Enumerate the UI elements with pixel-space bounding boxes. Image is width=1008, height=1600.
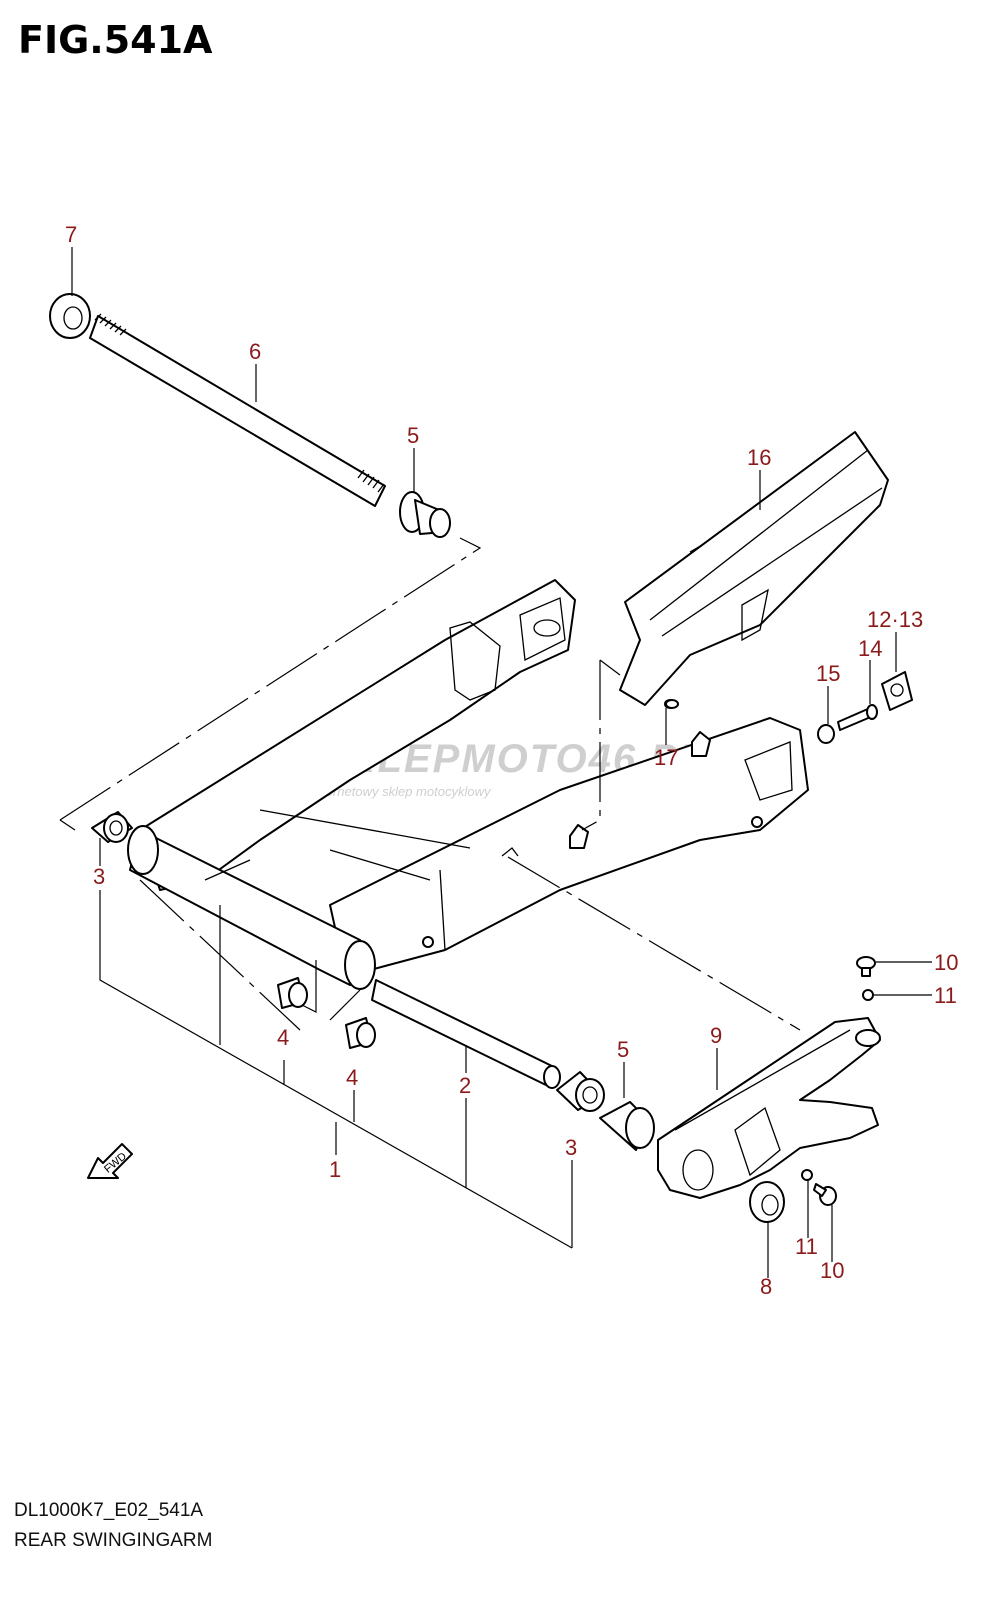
part-chain-case — [619, 431, 889, 709]
part-washer-11-lower — [801, 1169, 813, 1181]
part-washer-11-upper — [862, 989, 874, 1001]
part-screw-17 — [665, 699, 679, 709]
part-collar-upper — [399, 491, 451, 538]
callout-5-lower: 5 — [617, 1037, 629, 1062]
part-swingarm — [127, 579, 809, 990]
callout-4-b: 4 — [346, 1065, 358, 1090]
callout-8: 8 — [760, 1274, 772, 1299]
callout-3-right: 3 — [565, 1135, 577, 1160]
callout-16: 16 — [747, 445, 771, 470]
part-needle-bearing-a — [277, 977, 308, 1009]
part-needle-bearing-b — [345, 1017, 376, 1049]
part-bushing — [749, 1181, 785, 1223]
part-bolt-10-lower — [813, 1183, 837, 1206]
callout-15: 15 — [816, 661, 840, 686]
callout-numbers: 7 6 5 16 12·13 14 15 17 3 10 11 9 4 4 5 … — [65, 222, 958, 1299]
callout-17: 17 — [654, 745, 678, 770]
callout-2: 2 — [459, 1073, 471, 1098]
callout-7: 7 — [65, 222, 77, 247]
callout-4-a: 4 — [277, 1025, 289, 1050]
figure-title: FIG.541A — [18, 18, 213, 62]
callout-5-upper: 5 — [407, 423, 419, 448]
watermark-subtitle: internetowy sklep motocyklowy — [312, 784, 492, 799]
callout-10-upper: 10 — [934, 950, 958, 975]
part-collar-lower — [599, 1101, 655, 1151]
part-clip-12-13 — [881, 671, 913, 711]
callout-10-lower: 10 — [820, 1258, 844, 1283]
callout-6: 6 — [249, 339, 261, 364]
part-adjuster-plate — [657, 1017, 881, 1199]
part-bearing-left — [91, 811, 133, 843]
part-bolt-14 — [837, 704, 878, 731]
callout-1: 1 — [329, 1157, 341, 1182]
part-spacer-tube — [371, 979, 561, 1089]
part-bolt-10-upper — [856, 956, 876, 977]
diagram-code: DL1000K7_E02_541A — [14, 1500, 204, 1521]
callout-11-lower: 11 — [795, 1234, 818, 1259]
callout-11-upper: 11 — [934, 983, 957, 1008]
part-lock-nut — [49, 293, 91, 339]
group-bracket — [99, 890, 573, 1249]
leader-lines — [71, 247, 932, 1278]
callout-12-13: 12·13 — [867, 607, 923, 632]
callout-14: 14 — [858, 636, 882, 661]
fwd-arrow-icon: FWD — [87, 1143, 133, 1179]
part-washer-15 — [817, 724, 835, 744]
callout-3-left: 3 — [93, 864, 105, 889]
part-bearing-right — [556, 1071, 605, 1112]
callout-9: 9 — [710, 1023, 722, 1048]
part-pivot-shaft — [89, 313, 386, 507]
diagram-name: REAR SWINGINGARM — [14, 1530, 213, 1551]
